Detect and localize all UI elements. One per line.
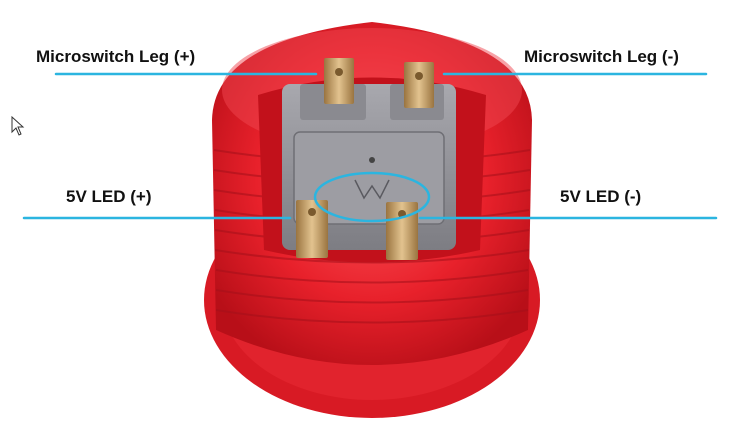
label-led-minus: 5V LED (-) xyxy=(560,187,642,206)
label-microswitch-leg-plus: Microswitch Leg (+) xyxy=(36,47,196,66)
label-led-plus: 5V LED (+) xyxy=(66,187,152,206)
mouse-pointer-icon xyxy=(11,116,25,136)
terminal-led-minus xyxy=(386,202,418,260)
led-callout-ellipse xyxy=(313,171,431,223)
terminal-led-plus xyxy=(296,200,328,258)
terminal-microswitch-minus xyxy=(404,62,434,108)
terminal-microswitch-plus xyxy=(324,58,354,104)
label-microswitch-leg-minus: Microswitch Leg (-) xyxy=(524,47,679,66)
